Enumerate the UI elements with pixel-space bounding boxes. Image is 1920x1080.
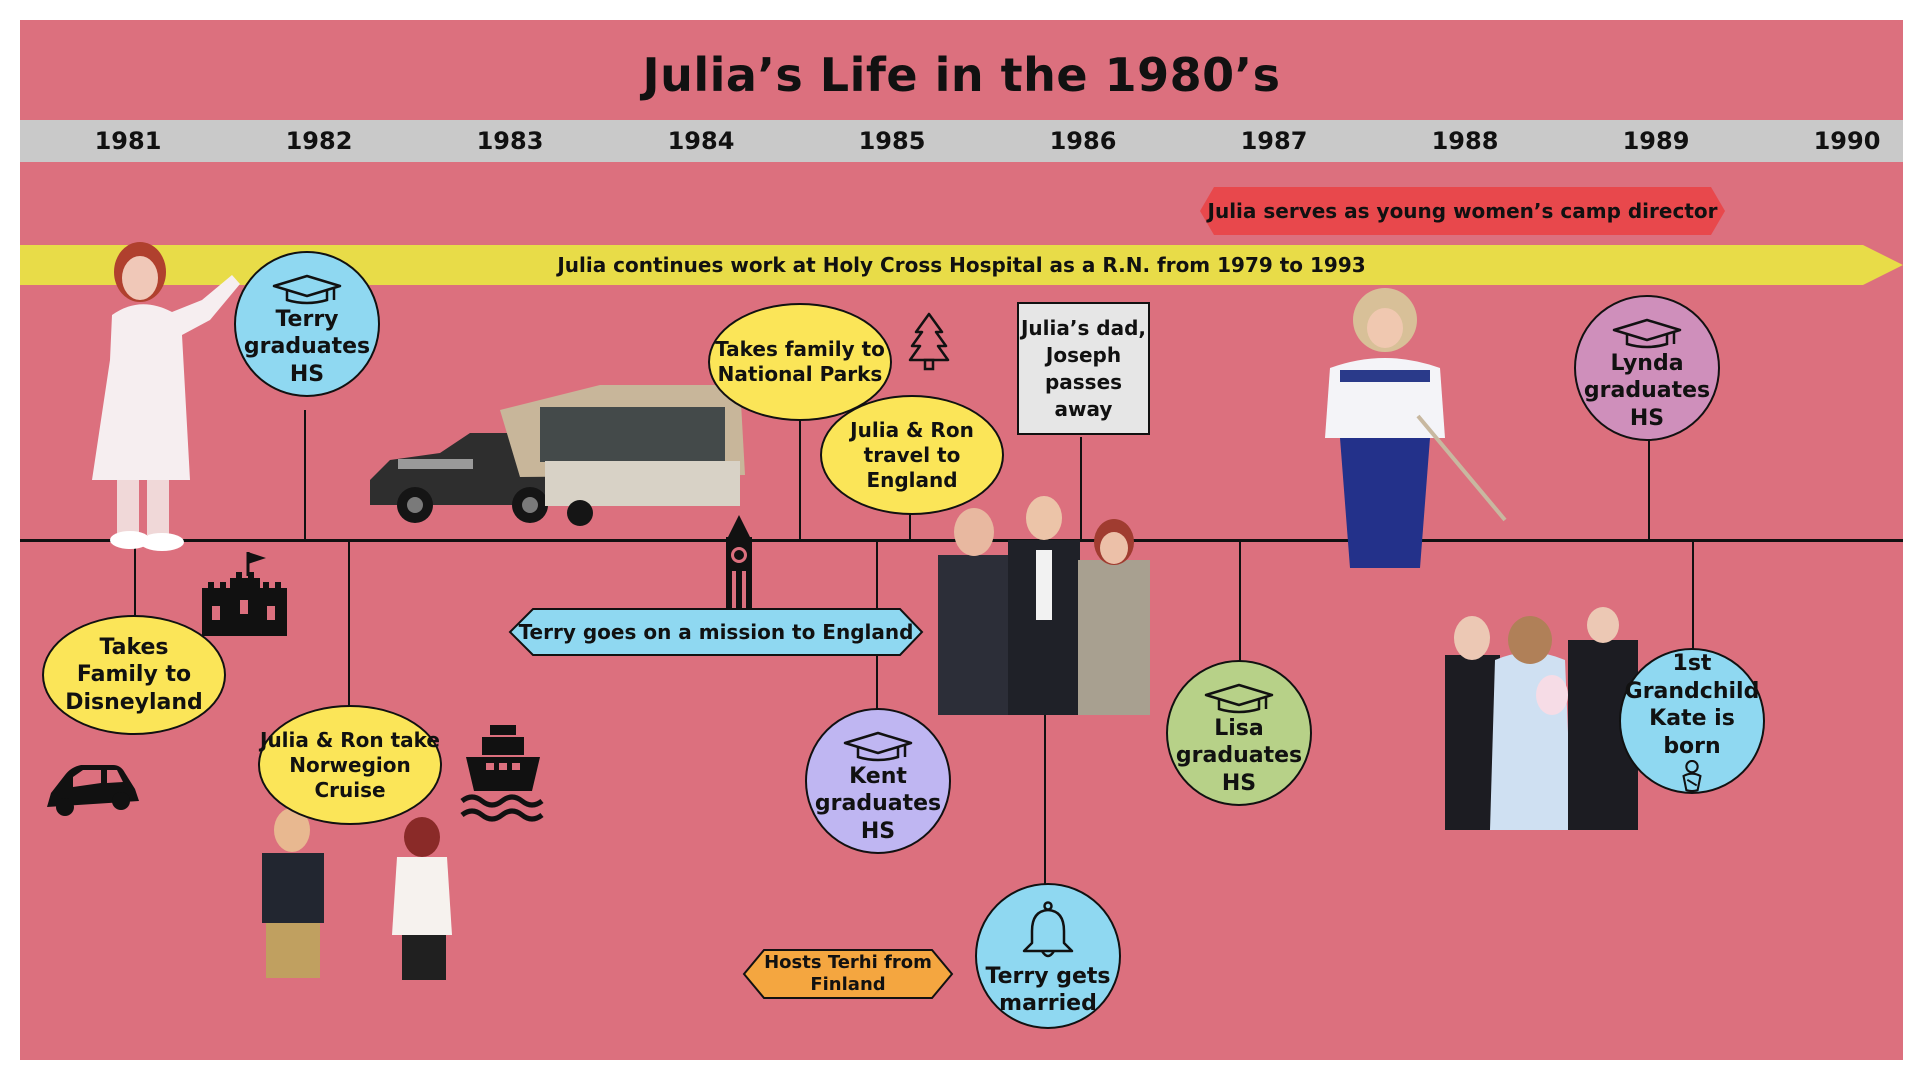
- bell-icon: [1022, 900, 1074, 957]
- banner-text: Hosts Terhi from: [764, 952, 932, 974]
- banner-text: Finland: [810, 974, 886, 995]
- year-label: 1986: [1049, 127, 1117, 155]
- event-text: 1st: [1672, 651, 1712, 676]
- connector-line: [134, 540, 136, 635]
- event-text: graduates: [1175, 743, 1303, 769]
- photo-family-missionary: [938, 496, 1150, 715]
- event-text: married: [999, 991, 1097, 1016]
- car-icon: [47, 765, 139, 816]
- event-text: National Parks: [717, 362, 883, 386]
- photo-cruise-dance: [262, 808, 452, 980]
- connector-line: [1692, 540, 1694, 670]
- event-terry-married: Terry gets married: [975, 883, 1121, 1029]
- event-grandchild-born: 1st Grandchild Kate is born: [1619, 648, 1765, 794]
- year-label: 1983: [476, 127, 544, 155]
- event-text: Takes: [99, 634, 169, 660]
- photo-julia-nurse: [92, 242, 240, 551]
- graduation-cap-icon: [1612, 318, 1682, 348]
- event-text: Lisa: [1214, 715, 1264, 741]
- work-banner: Julia continues work at Holy Cross Hospi…: [557, 253, 1366, 277]
- page-title: Julia’s Life in the 1980’s: [642, 48, 1281, 102]
- year-label: 1987: [1240, 127, 1308, 155]
- event-text: Julia & Ron take: [260, 727, 440, 752]
- event-text: Lynda: [1610, 350, 1684, 376]
- year-bar: 1981 1982 1983 1984 1985 1986 1987 1988 …: [20, 120, 1903, 162]
- event-text: Takes family to: [715, 337, 885, 361]
- connector-line: [1648, 440, 1650, 540]
- graduation-cap-icon: [272, 274, 342, 304]
- event-text: Grandchild: [1624, 678, 1760, 704]
- event-text: Kate is born: [1649, 706, 1735, 759]
- camp-director-banner: Julia serves as young women’s camp direc…: [1207, 199, 1718, 223]
- connector-line: [799, 415, 801, 540]
- terhi-banner-shape: [742, 949, 954, 999]
- event-text: Terry gets: [985, 963, 1111, 989]
- event-text: Julia & Ron: [850, 417, 974, 442]
- event-disneyland: Takes Family to Disneyland: [42, 615, 226, 735]
- timeline-board: Julia’s Life in the 1980’s 1981 1982 198…: [20, 20, 1903, 1060]
- event-text: travel to: [863, 442, 961, 467]
- event-travel-england: Julia & Ron travel to England: [820, 395, 1004, 515]
- connector-line: [1080, 437, 1082, 540]
- year-label: 1982: [285, 127, 353, 155]
- event-kent-graduates: Kent graduates HS: [805, 708, 951, 854]
- event-text: Cruise: [314, 777, 386, 802]
- castle-icon: [202, 552, 287, 636]
- baby-icon: [1682, 760, 1702, 792]
- mission-banner: Terry goes on a mission to England: [518, 620, 914, 644]
- camp-director-banner-shape: [1200, 187, 1725, 235]
- event-text: Joseph: [1045, 342, 1122, 367]
- year-label: 1984: [667, 127, 735, 155]
- event-text: graduates: [243, 334, 371, 360]
- event-text: graduates: [1583, 378, 1711, 404]
- photo-julia-camp: [1325, 288, 1507, 568]
- event-text: Kent: [849, 763, 907, 789]
- year-label: 1990: [1813, 127, 1881, 155]
- year-label: 1989: [1622, 127, 1690, 155]
- connector-line: [1044, 700, 1046, 905]
- event-national-parks: Takes family to National Parks: [708, 303, 892, 421]
- connector-line: [909, 510, 911, 540]
- year-label: 1985: [858, 127, 926, 155]
- event-lynda-graduates: Lynda graduates HS: [1574, 295, 1720, 441]
- event-text: Disneyland: [65, 689, 203, 715]
- pine-tree-icon: [908, 312, 950, 371]
- graduation-cap-icon: [843, 731, 913, 761]
- year-label: 1981: [94, 127, 162, 155]
- terhi-banner: Hosts Terhi from Finland: [742, 948, 954, 1000]
- ship-icon: [460, 725, 544, 822]
- event-text: Family to: [76, 662, 192, 688]
- event-text: HS: [289, 361, 325, 387]
- event-terry-graduates: Terry graduates HS: [234, 251, 380, 397]
- event-text: Terry: [275, 306, 339, 332]
- event-text: Norwegion: [289, 752, 411, 777]
- connector-line: [348, 540, 350, 710]
- event-text: HS: [860, 818, 896, 844]
- photo-car-camper: [370, 385, 745, 526]
- event-text: HS: [1221, 770, 1257, 796]
- event-norwegian-cruise: Julia & Ron take Norwegion Cruise: [258, 705, 442, 825]
- event-text: England: [866, 467, 958, 492]
- event-text: graduates: [814, 791, 942, 817]
- event-joseph-passes-away: Julia’s dad, Joseph passes away: [1017, 302, 1150, 435]
- year-label: 1988: [1431, 127, 1499, 155]
- event-text: Julia’s dad,: [1020, 315, 1147, 340]
- work-banner-shape: [20, 245, 1903, 285]
- connector-line: [1239, 540, 1241, 680]
- event-text: HS: [1629, 405, 1665, 431]
- mission-banner-shape: [508, 608, 924, 656]
- big-ben-icon: [726, 515, 752, 619]
- event-text: passes away: [1044, 369, 1123, 421]
- event-lisa-graduates: Lisa graduates HS: [1166, 660, 1312, 806]
- connector-line: [304, 410, 306, 540]
- graduation-cap-icon: [1204, 683, 1274, 713]
